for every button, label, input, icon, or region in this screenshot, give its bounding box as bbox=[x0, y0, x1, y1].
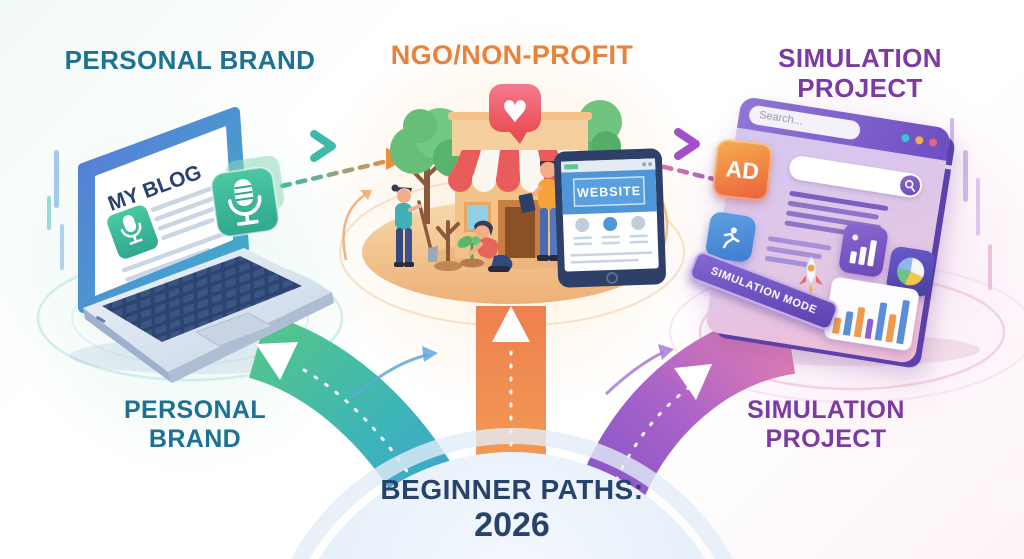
window-dots bbox=[900, 133, 938, 148]
rocket-icon bbox=[798, 256, 823, 300]
microphone-tile-small bbox=[107, 205, 158, 259]
bar-chart-tile bbox=[837, 221, 890, 279]
ngo-scene: ♥ bbox=[362, 84, 666, 304]
laptop-illustration: MY BLOG bbox=[78, 107, 334, 383]
laptop-keyboard bbox=[102, 256, 302, 342]
laptop-base-edge bbox=[168, 292, 334, 383]
person-kneeling bbox=[468, 220, 513, 272]
search-input bbox=[787, 154, 924, 200]
chart-bar bbox=[896, 299, 911, 345]
heart-sign: ♥ bbox=[489, 84, 541, 144]
chevron-right-icon bbox=[310, 130, 336, 162]
runner-icon bbox=[722, 227, 740, 249]
tablet-home-button bbox=[606, 271, 619, 284]
sapling bbox=[434, 220, 462, 271]
window-dot bbox=[900, 133, 911, 143]
heading-ngo: NGO/NON-PROFIT bbox=[390, 40, 634, 70]
accent-arrows bbox=[351, 344, 674, 400]
heading-personal-brand-top: PERSONAL BRAND bbox=[64, 45, 316, 75]
pie-chart-icon bbox=[897, 257, 925, 286]
person-shovel bbox=[391, 184, 438, 267]
hub-title: BEGINNER PATHS: bbox=[380, 474, 644, 505]
chart-bar bbox=[885, 313, 897, 343]
heart-icon: ♥ bbox=[502, 95, 529, 130]
microphone-tile-large bbox=[210, 166, 280, 238]
pie-chart-tile bbox=[885, 245, 936, 298]
window-dot bbox=[928, 137, 938, 148]
runner-tile bbox=[704, 210, 758, 264]
window-dot bbox=[914, 135, 924, 145]
rocket bbox=[794, 255, 829, 307]
laptop-touchpad bbox=[194, 312, 274, 347]
speed-lines-right bbox=[950, 118, 992, 290]
ad-badge: AD bbox=[711, 138, 774, 202]
ngo-tablet: WEBSITE bbox=[554, 148, 666, 288]
chevron-right-icon bbox=[674, 128, 700, 160]
hub-circle bbox=[318, 452, 706, 559]
hub-ring bbox=[291, 428, 733, 559]
heading-simulation-top: SIMULATION PROJECT bbox=[778, 43, 942, 103]
analytics-chart-tile bbox=[823, 276, 920, 352]
browser-body: AD bbox=[687, 127, 947, 365]
simulation-browser-window: Search... AD bbox=[687, 96, 952, 365]
chart-bar bbox=[853, 306, 865, 338]
chart-bar bbox=[864, 318, 875, 340]
label-simulation-bottom: SIMULATION PROJECT bbox=[747, 396, 905, 453]
bar-chart-icon bbox=[849, 234, 877, 267]
search-button bbox=[898, 173, 922, 197]
speed-lines-left bbox=[47, 150, 64, 270]
laptop-port bbox=[96, 316, 106, 323]
hub-year: 2026 bbox=[474, 506, 550, 544]
laptop-base-side bbox=[83, 308, 172, 383]
microphone-icon bbox=[120, 215, 143, 245]
chart-bar bbox=[842, 310, 854, 336]
label-personal-brand-bottom: PERSONAL BRAND bbox=[123, 396, 267, 453]
tablet-website-label: WEBSITE bbox=[577, 184, 641, 200]
microphone-icon bbox=[227, 179, 262, 226]
search-icon bbox=[905, 180, 916, 192]
person-clipboard bbox=[518, 161, 564, 261]
